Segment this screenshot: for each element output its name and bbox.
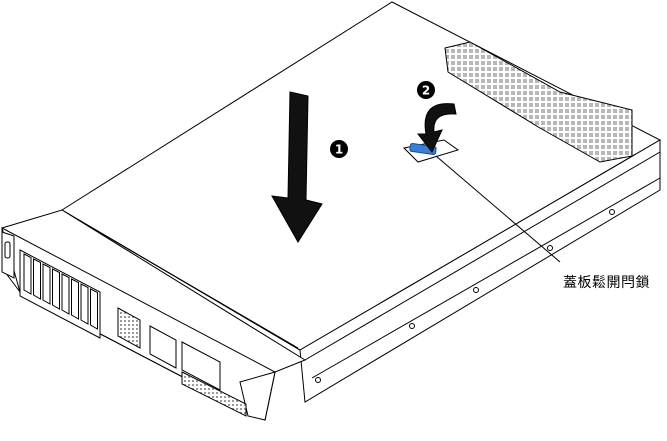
drive-bay-slot bbox=[61, 273, 70, 315]
curved-arrow bbox=[416, 103, 457, 153]
server-chassis bbox=[1, 1, 662, 421]
cover-vent bbox=[444, 41, 633, 163]
drive-bay-slot bbox=[23, 253, 32, 295]
step-1-number: 1 bbox=[335, 143, 343, 157]
drive-bay-slot bbox=[42, 263, 51, 305]
step-1-marker: 1 bbox=[330, 140, 348, 158]
step-2-marker: 2 bbox=[417, 81, 435, 99]
step-2-number: 2 bbox=[422, 84, 430, 98]
drive-bay-slot bbox=[33, 258, 41, 300]
drive-bay-slot bbox=[71, 278, 79, 320]
drive-bay-slot bbox=[52, 268, 60, 310]
side-screws bbox=[315, 209, 615, 383]
push-down-arrow bbox=[271, 91, 323, 243]
drive-bay-slots bbox=[23, 253, 98, 330]
callout-leader-line bbox=[435, 155, 561, 263]
cover-release-latch-label: 蓋板鬆開閂鎖 bbox=[563, 275, 650, 291]
drive-bay-slot bbox=[90, 288, 98, 330]
side-panel bbox=[299, 139, 661, 403]
drive-bay-slot bbox=[80, 283, 89, 325]
